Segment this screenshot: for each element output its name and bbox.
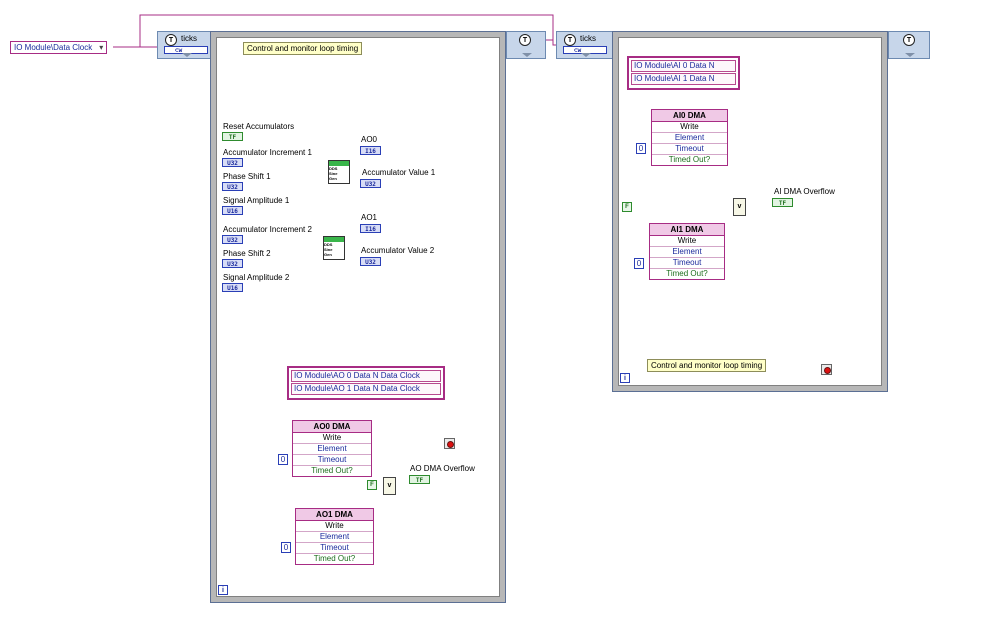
dma-element: Element: [650, 247, 724, 258]
clock-wire-top: [139, 14, 557, 47]
phase-shift-2-label: Phase Shift 2: [223, 249, 271, 258]
acc-inc-2-label: Accumulator Increment 2: [223, 225, 312, 234]
dma-method: Write: [652, 122, 727, 133]
dma-title: AI1 DMA: [650, 224, 724, 236]
acc-inc-1-control[interactable]: U32: [222, 158, 243, 167]
signal-amp-2-label: Signal Amplitude 2: [223, 273, 290, 282]
signal-amp-1-control[interactable]: U16: [222, 206, 243, 215]
dma-title: AO0 DMA: [293, 421, 371, 433]
ao1-timeout-constant[interactable]: 0: [281, 542, 291, 553]
ao1-indicator: I16: [360, 224, 381, 233]
loop2-stop-icon[interactable]: [821, 364, 832, 375]
loop1-iteration-terminal: i: [218, 585, 228, 595]
acc-val-2-label: Accumulator Value 2: [361, 246, 435, 255]
dma-timed-out: Timed Out?: [313, 554, 356, 563]
loop2-iteration-terminal: i: [620, 373, 630, 383]
ao0-label: AO0: [361, 135, 378, 144]
ai-dma-overflow-label: AI DMA Overflow: [774, 187, 835, 196]
dma-timeout: Timeout: [296, 543, 373, 554]
dma-method: Write: [293, 433, 371, 444]
clock-icon: T: [519, 34, 531, 46]
ai1-dma-node[interactable]: AI1 DMA Write Element Timeout Timed Out?: [649, 223, 725, 280]
loop1-comment: Control and monitor loop timing: [243, 42, 363, 55]
data-clock-label: IO Module\Data Clock: [14, 43, 93, 52]
acc-inc-1-label: Accumulator Increment 1: [223, 148, 312, 157]
ai1-timeout-constant[interactable]: 0: [634, 258, 644, 269]
dma-title: AI0 DMA: [652, 110, 727, 122]
ao1-label: AO1: [361, 213, 378, 222]
ai0-timeout-constant[interactable]: 0: [636, 143, 646, 154]
ai-false-constant[interactable]: F: [622, 202, 632, 212]
ai-or-function[interactable]: v: [733, 198, 746, 216]
loop2-input-node[interactable]: T ticks ⊂w: [556, 31, 613, 59]
signal-amp-2-control[interactable]: U16: [222, 283, 243, 292]
clock-icon: T: [903, 34, 915, 46]
acc-val-1-indicator: U32: [360, 179, 381, 188]
loop2-body: [618, 37, 882, 386]
clock-icon: T: [165, 34, 177, 46]
dma-element: Element: [293, 444, 371, 455]
dma-element: Element: [296, 532, 373, 543]
acc-val-2-indicator: U32: [360, 257, 381, 266]
phase-shift-2-control[interactable]: U32: [222, 259, 243, 268]
timed-loop-2[interactable]: [612, 31, 888, 392]
phase-shift-1-label: Phase Shift 1: [223, 172, 271, 181]
ao1-dma-node[interactable]: AO1 DMA Write Element Timeout Timed Out?: [295, 508, 374, 565]
ao0-indicator: I16: [360, 146, 381, 155]
chevron-down-icon: [581, 53, 591, 57]
loop2-output-node[interactable]: T: [888, 31, 930, 59]
loop1-input-node[interactable]: T ticks ⊂w: [157, 31, 211, 59]
loop2-ticks-label: ticks: [580, 34, 596, 43]
signal-amp-1-label: Signal Amplitude 1: [223, 196, 290, 205]
ao0-dma-node[interactable]: AO0 DMA Write Element Timeout Timed Out?: [292, 420, 372, 477]
dma-element: Element: [652, 133, 727, 144]
io-node-item: IO Module\AI 1 Data N: [631, 73, 736, 85]
loop1-body: [216, 37, 500, 597]
acc-inc-2-control[interactable]: U32: [222, 235, 243, 244]
loop1-stop-icon[interactable]: [444, 438, 455, 449]
loop1-output-node[interactable]: T: [506, 31, 546, 59]
loop2-comment: Control and monitor loop timing: [647, 359, 767, 372]
ao-false-constant[interactable]: F: [367, 480, 377, 490]
ao-io-node[interactable]: IO Module\AO 0 Data N Data Clock IO Modu…: [287, 366, 445, 400]
chevron-down-icon: [522, 53, 532, 57]
chevron-down-icon: [905, 53, 915, 57]
dma-title: AO1 DMA: [296, 509, 373, 521]
reset-accumulators-control[interactable]: TF: [222, 132, 243, 141]
ai-dma-overflow-indicator: TF: [772, 198, 793, 207]
clock-icon: T: [564, 34, 576, 46]
data-clock-constant[interactable]: IO Module\Data Clock: [10, 41, 108, 54]
dma-timed-out: Timed Out?: [668, 155, 711, 164]
ao-or-function[interactable]: v: [383, 477, 396, 495]
dma-timeout: Timeout: [652, 144, 727, 155]
io-node-item: IO Module\AO 0 Data N Data Clock: [291, 370, 441, 382]
ao-dma-overflow-label: AO DMA Overflow: [410, 464, 475, 473]
dma-timeout: Timeout: [293, 455, 371, 466]
ai0-dma-node[interactable]: AI0 DMA Write Element Timeout Timed Out?: [651, 109, 728, 166]
loop1-ticks-label: ticks: [181, 34, 197, 43]
dma-timed-out: Timed Out?: [311, 466, 353, 475]
reset-accumulators-label: Reset Accumulators: [223, 122, 295, 131]
dma-timeout: Timeout: [650, 258, 724, 269]
phase-shift-1-control[interactable]: U32: [222, 182, 243, 191]
io-node-item: IO Module\AI 0 Data N: [631, 60, 736, 72]
chevron-down-icon: [182, 53, 192, 57]
io-node-item: IO Module\AO 1 Data N Data Clock: [291, 383, 441, 395]
ao-dma-overflow-indicator: TF: [409, 475, 430, 484]
ao0-timeout-constant[interactable]: 0: [278, 454, 288, 465]
dma-method: Write: [650, 236, 724, 247]
dma-method: Write: [296, 521, 373, 532]
acc-val-1-label: Accumulator Value 1: [362, 168, 436, 177]
ai-io-node[interactable]: IO Module\AI 0 Data N IO Module\AI 1 Dat…: [627, 56, 740, 90]
dma-timed-out: Timed Out?: [666, 269, 708, 278]
timed-loop-1[interactable]: [210, 31, 506, 603]
